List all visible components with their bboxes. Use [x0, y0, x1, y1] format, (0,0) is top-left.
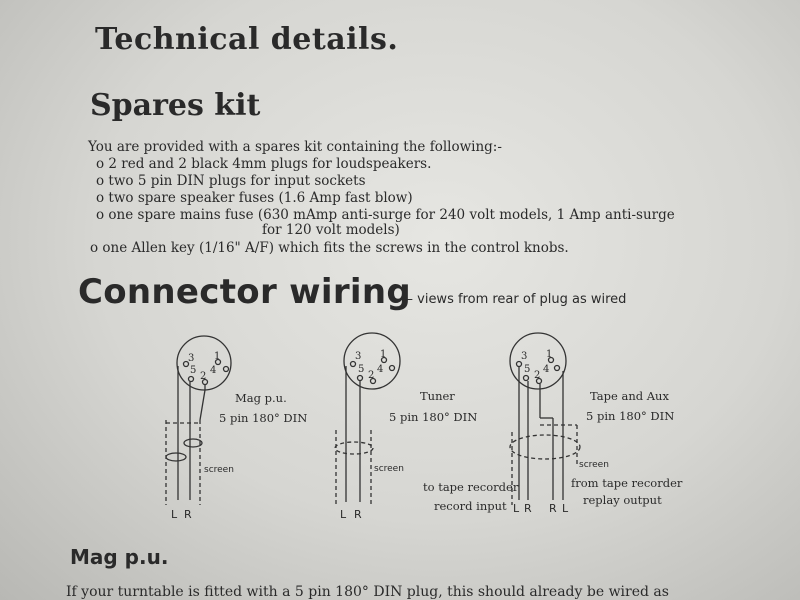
mag-label: Mag p.u. — [235, 391, 287, 405]
svg-text:2: 2 — [534, 370, 540, 381]
pin-numbers: 3 1 5 4 2 3 1 5 4 2 3 1 5 4 2 — [188, 349, 552, 382]
mag-screen-label: screen — [204, 465, 234, 475]
connector-wiring-subtitle: — views from rear of plug as wired — [400, 292, 627, 307]
tape-wire-label: R — [549, 502, 557, 515]
mag-plug-diagram — [165, 335, 232, 505]
tape-label: Tape and Aux — [590, 389, 669, 403]
svg-text:1: 1 — [214, 351, 220, 362]
svg-text:1: 1 — [546, 349, 552, 360]
tuner-screen-label: screen — [374, 464, 404, 474]
tape-screen-label: screen — [579, 460, 609, 470]
tuner-type-label: 5 pin 180° DIN — [389, 410, 477, 424]
from-tape-recorder-label: from tape recorder — [571, 476, 683, 490]
svg-text:2: 2 — [200, 371, 206, 382]
tape-type-label: 5 pin 180° DIN — [586, 409, 674, 423]
mag-right-label: R — [184, 508, 192, 521]
svg-text:3: 3 — [521, 351, 527, 362]
tape-plug-diagram — [509, 332, 581, 505]
mag-type-label: 5 pin 180° DIN — [219, 411, 307, 425]
svg-text:5: 5 — [524, 364, 530, 375]
replay-output-label: replay output — [583, 493, 662, 507]
connector-wiring-heading: Connector wiring — [78, 272, 411, 312]
svg-text:3: 3 — [355, 351, 361, 362]
spares-item-continuation: for 120 volt models) — [262, 222, 400, 238]
mag-pu-heading: Mag p.u. — [70, 545, 169, 569]
svg-text:3: 3 — [188, 353, 194, 364]
spares-item: o two 5 pin DIN plugs for input sockets — [96, 173, 366, 189]
technical-details-heading: Technical details. — [95, 22, 399, 57]
record-input-label: record input — [434, 499, 507, 513]
mag-pu-body-text: If your turntable is fitted with a 5 pin… — [66, 584, 669, 600]
spares-intro: You are provided with a spares kit conta… — [88, 139, 502, 155]
tuner-plug-diagram — [334, 332, 401, 505]
mag-left-label: L — [171, 508, 178, 521]
svg-text:4: 4 — [543, 364, 549, 375]
svg-text:4: 4 — [210, 365, 216, 376]
tuner-left-label: L — [340, 508, 347, 521]
tuner-right-label: R — [354, 508, 362, 521]
to-tape-recorder-label: to tape recorder — [423, 480, 519, 494]
svg-text:4: 4 — [377, 364, 383, 375]
spares-item: o one spare mains fuse (630 mAmp anti-su… — [96, 207, 675, 223]
tape-wire-label: L — [513, 502, 520, 515]
tape-wire-label: L — [562, 502, 569, 515]
tuner-label: Tuner — [420, 389, 455, 403]
svg-text:5: 5 — [190, 365, 196, 376]
tape-wire-label: R — [524, 502, 532, 515]
spares-kit-heading: Spares kit — [90, 88, 261, 123]
svg-text:2: 2 — [368, 370, 374, 381]
svg-text:5: 5 — [358, 364, 364, 375]
spares-item: o one Allen key (1/16" A/F) which fits t… — [90, 240, 569, 256]
spares-item: o two spare speaker fuses (1.6 Amp fast … — [96, 190, 413, 206]
spares-item: o 2 red and 2 black 4mm plugs for loudsp… — [96, 156, 432, 172]
svg-text:1: 1 — [380, 349, 386, 360]
